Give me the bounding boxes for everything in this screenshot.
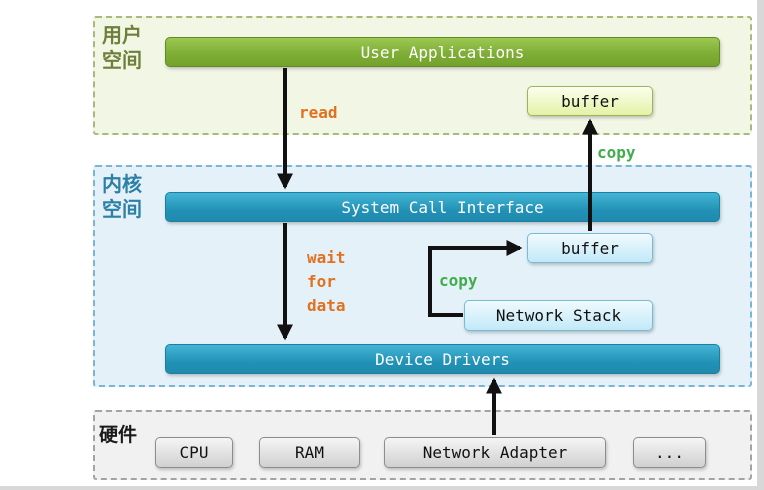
user-space-label: 用户 空间 (102, 25, 142, 72)
network-adapter-box: Network Adapter (384, 437, 606, 468)
copy-network-label: copy (439, 271, 478, 290)
system-call-interface-bar: System Call Interface (165, 192, 720, 222)
user-space-region (93, 16, 752, 135)
cpu-box: CPU (155, 437, 233, 468)
hardware-label: 硬件 (99, 425, 138, 446)
user-buffer-box: buffer (527, 86, 653, 116)
network-stack-box: Network Stack (464, 300, 653, 331)
window-edge-bottom (0, 486, 764, 490)
window-edge-right (757, 0, 764, 490)
ellipsis-box: ... (633, 437, 706, 468)
device-drivers-bar: Device Drivers (165, 344, 720, 374)
user-applications-bar: User Applications (165, 37, 720, 67)
ram-box: RAM (259, 437, 360, 468)
kernel-buffer-box: buffer (527, 233, 653, 263)
wait-for-data-label: wait for data (307, 248, 346, 315)
copy-to-user-label: copy (597, 143, 636, 162)
read-arrow-label: read (299, 103, 338, 122)
kernel-space-label: 内核 空间 (102, 174, 142, 221)
